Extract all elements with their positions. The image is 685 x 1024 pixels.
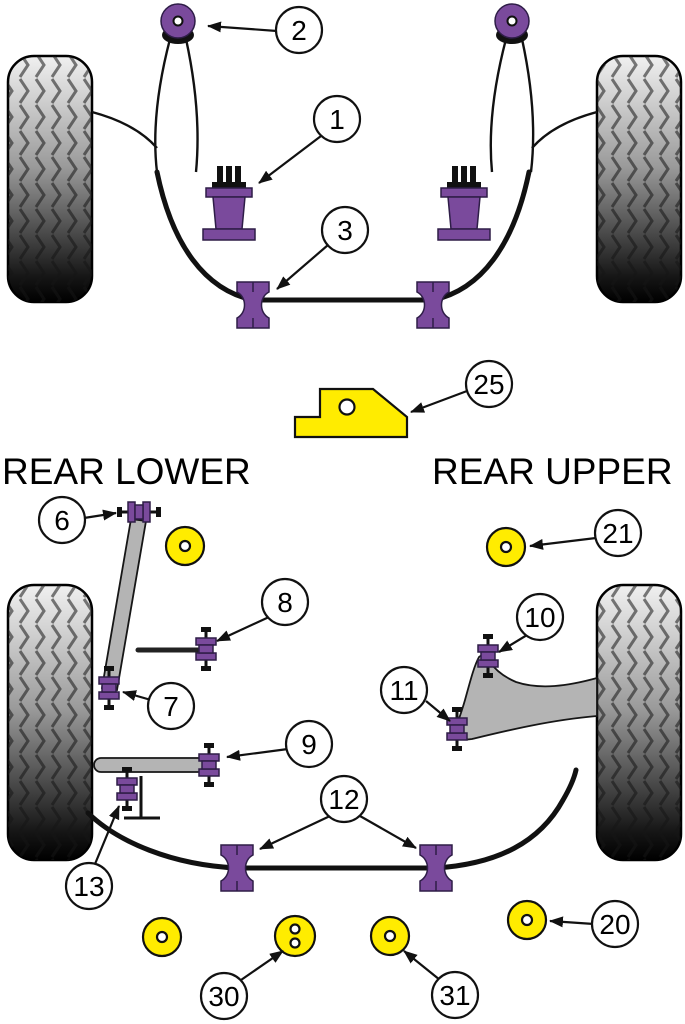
link-rod-bushing-8 (194, 625, 218, 673)
callout-21: 21 (529, 508, 643, 558)
callout-6-number: 6 (54, 505, 70, 536)
strut-line (489, 38, 508, 173)
callout-3: 3 (276, 205, 370, 290)
bottom-washer-31 (369, 915, 411, 957)
callout-3-number: 3 (337, 215, 353, 246)
mount-bushing-left (202, 165, 256, 241)
callout-2: 2 (207, 5, 324, 55)
callout-20-number: 20 (599, 909, 630, 940)
top-mount-bushing-left (160, 3, 196, 45)
mount-bushing-right (437, 165, 491, 241)
front-right-tire (595, 54, 683, 304)
rear-lower-arm (100, 517, 148, 692)
bracket-mount-25 (293, 387, 409, 439)
trailing-arm-9 (93, 757, 209, 773)
strut-line (184, 38, 199, 173)
rear-upper-arm (453, 654, 598, 741)
callout-9: 9 (226, 719, 334, 769)
tire-link-line (91, 110, 158, 149)
strut-line (154, 38, 172, 173)
callout-12: 12 (259, 774, 417, 850)
callout-25: 25 (410, 359, 514, 414)
rear-anti-roll-bar (85, 767, 579, 871)
callout-30-number: 30 (208, 981, 239, 1012)
bracket-13-plate (124, 776, 160, 820)
rear-upper-label: REAR UPPER (432, 451, 673, 492)
callout-7: 7 (122, 681, 196, 731)
strut-line (520, 38, 535, 173)
front-arb-bushing-right (416, 281, 450, 329)
callout-6: 6 (37, 495, 117, 545)
trailing-arm-bushing-9 (197, 741, 221, 789)
front-left-tire (6, 54, 94, 304)
callout-25-number: 25 (473, 369, 504, 400)
top-mount-bushing-right (494, 3, 530, 45)
front-anti-roll-bar (154, 169, 532, 303)
callout-30: 30 (199, 950, 284, 1021)
bracket-bushing-13 (115, 765, 139, 813)
callout-2-number: 2 (291, 15, 307, 46)
callout-8-number: 8 (277, 587, 293, 618)
rear-arm-front-bushing-6 (115, 500, 163, 524)
callout-10-number: 10 (524, 602, 555, 633)
callout-11-number: 11 (389, 675, 418, 706)
callout-11: 11 (379, 665, 451, 722)
callout-12-number: 12 (328, 784, 359, 815)
rear-lower-washer (164, 525, 206, 567)
front-section: 2 1 3 25 (6, 3, 683, 439)
rear-right-tire (595, 583, 683, 862)
callout-8: 8 (216, 577, 310, 642)
front-arb-bushing-left (236, 281, 270, 329)
rear-lower-label: REAR LOWER (2, 451, 251, 492)
bottom-washer-20 (506, 899, 548, 941)
callout-13-number: 13 (73, 871, 104, 902)
callout-20: 20 (549, 899, 640, 949)
tire-link-line (531, 110, 598, 149)
callout-31: 31 (403, 950, 480, 1020)
callout-9-number: 9 (301, 729, 317, 760)
bottom-washer-30 (273, 914, 317, 958)
callout-10: 10 (498, 592, 565, 653)
rear-left-tire (6, 583, 94, 862)
callout-1-number: 1 (329, 104, 345, 135)
rear-upper-washer-21 (485, 526, 527, 568)
bottom-washer-plain (141, 916, 183, 958)
callout-7-number: 7 (163, 691, 179, 722)
callout-31-number: 31 (439, 980, 470, 1011)
callout-13: 13 (64, 805, 121, 911)
rear-section: 6 21 8 10 11 7 9 (6, 495, 683, 1021)
callout-21-number: 21 (602, 518, 633, 549)
callout-1: 1 (258, 94, 362, 184)
